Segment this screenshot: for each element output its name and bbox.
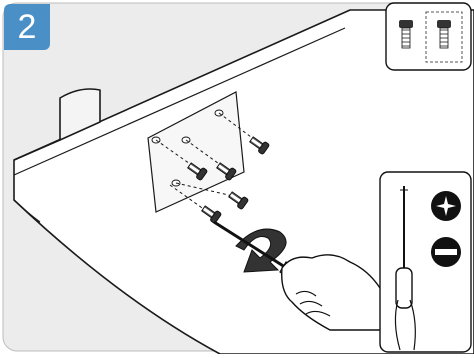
- screw-types-inset: [386, 3, 471, 70]
- flat-head-icon: [431, 237, 461, 267]
- step-number-badge: 2: [4, 4, 50, 50]
- screwdriver-types-inset: [380, 172, 471, 352]
- phillips-head-icon: [431, 191, 461, 221]
